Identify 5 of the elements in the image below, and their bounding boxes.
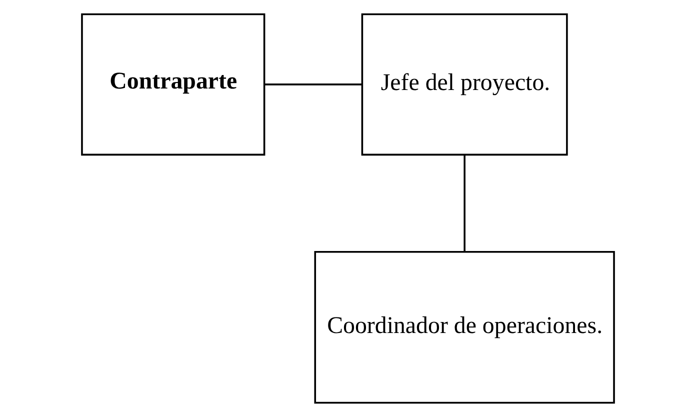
connector xyxy=(464,155,466,252)
node-box: Coordinador de operaciones. xyxy=(314,250,615,404)
node-box: Jefe del proyecto. xyxy=(361,13,568,156)
connector xyxy=(264,84,362,86)
node-box: Contraparte xyxy=(81,13,266,156)
